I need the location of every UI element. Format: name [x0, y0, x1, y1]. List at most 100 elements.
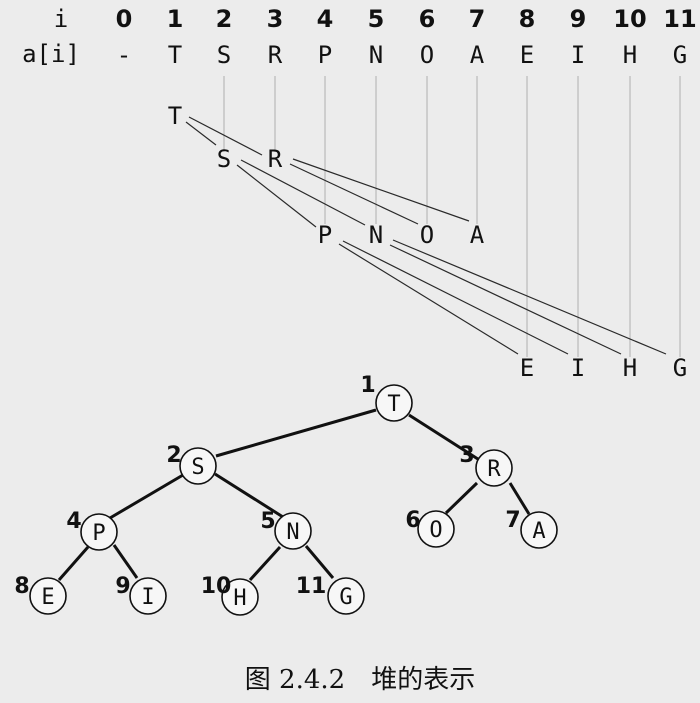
node-index-label: 6 — [405, 508, 420, 533]
index-cell: 9 — [570, 5, 587, 33]
node-value: S — [191, 455, 204, 480]
tree-node: S2 — [166, 443, 217, 485]
tree-node: A7 — [505, 508, 558, 549]
tree-edge — [214, 472, 284, 519]
level-link — [188, 116, 263, 156]
node-index-label: 11 — [296, 574, 327, 599]
node-value: O — [429, 518, 442, 543]
index-cell: 11 — [663, 5, 696, 33]
level-link — [289, 163, 419, 225]
node-circle — [327, 577, 365, 615]
tree-edge — [215, 408, 377, 458]
node-circle — [29, 577, 67, 615]
tree-edge — [57, 546, 90, 581]
tree-node: E8 — [14, 574, 67, 615]
node-value: G — [339, 585, 352, 610]
tree-node: R3 — [459, 443, 513, 487]
node-index-label: 8 — [14, 574, 29, 599]
node-circle — [274, 512, 312, 550]
level-value: H — [623, 354, 637, 382]
array-cell: R — [268, 41, 283, 69]
node-circle — [417, 510, 455, 548]
node-index-label: 3 — [459, 443, 474, 468]
array-cell: H — [623, 41, 637, 69]
tree-node: O6 — [405, 508, 455, 548]
node-index-label: 7 — [505, 508, 520, 533]
level-value: N — [369, 221, 383, 249]
node-index-label: 2 — [166, 443, 181, 468]
tree-edge — [444, 481, 479, 515]
tree-edge — [304, 545, 335, 579]
node-circle — [80, 513, 118, 551]
level-value: G — [673, 354, 687, 382]
node-value: N — [286, 520, 299, 545]
tree-edge — [248, 545, 282, 582]
level-link — [392, 239, 667, 355]
tree-node: N5 — [260, 509, 312, 550]
tree-node: H10 — [201, 574, 259, 616]
index-cell: 1 — [167, 5, 184, 33]
node-index-label: 9 — [115, 574, 130, 599]
index-cell: 8 — [519, 5, 536, 33]
node-circle — [221, 578, 259, 616]
index-cell: 6 — [419, 5, 436, 33]
tree-edge — [408, 413, 482, 463]
guide-lines — [223, 76, 681, 357]
level-link — [185, 121, 217, 146]
level-value: T — [168, 102, 182, 130]
array-row-label: a[i] — [22, 40, 80, 68]
node-index-label: 10 — [201, 574, 232, 599]
node-index-label: 1 — [360, 373, 375, 398]
node-index-label: 4 — [66, 509, 81, 534]
index-cell: 0 — [116, 5, 133, 33]
level-link — [389, 244, 622, 355]
tree-node: P4 — [66, 509, 118, 551]
level-value: S — [217, 145, 231, 173]
node-circle — [520, 511, 558, 549]
index-cell: 10 — [613, 5, 646, 33]
level-link — [338, 243, 519, 355]
level-link — [240, 159, 366, 226]
node-value: P — [92, 521, 105, 546]
array-cell: - — [117, 41, 131, 69]
node-value: T — [387, 392, 400, 417]
node-value: E — [41, 585, 54, 610]
level-value: A — [470, 221, 485, 249]
index-cell: 3 — [267, 5, 284, 33]
level-link — [342, 240, 569, 355]
level-value: O — [420, 221, 434, 249]
tree-edge — [109, 473, 184, 520]
level-value: R — [268, 145, 283, 173]
array-cell: S — [217, 41, 231, 69]
array-cell: O — [420, 41, 434, 69]
array-cell: N — [369, 41, 383, 69]
level-link — [292, 158, 470, 222]
index-cell: 7 — [469, 5, 486, 33]
index-cell: 5 — [368, 5, 385, 33]
index-cell: 4 — [317, 5, 334, 33]
level-link — [236, 164, 317, 228]
node-circle — [375, 384, 413, 422]
array-cell: P — [318, 41, 332, 69]
index-cell: 2 — [216, 5, 233, 33]
node-value: R — [487, 457, 501, 482]
level-value: E — [520, 354, 534, 382]
tree-node: G 11 — [296, 574, 365, 615]
tree-edge — [508, 482, 531, 515]
node-index-label: 5 — [260, 509, 275, 534]
array-cell: E — [520, 41, 534, 69]
tree-node: I9 — [115, 574, 167, 615]
tree-node: T1 — [360, 373, 413, 422]
node-circle — [129, 577, 167, 615]
level-value: I — [571, 354, 585, 382]
node-value: I — [141, 585, 154, 610]
node-circle — [475, 449, 513, 487]
tree-edge — [112, 544, 139, 579]
node-circle — [179, 447, 217, 485]
node-value: H — [233, 586, 246, 611]
array-cell: A — [470, 41, 485, 69]
array-cell: I — [571, 41, 585, 69]
